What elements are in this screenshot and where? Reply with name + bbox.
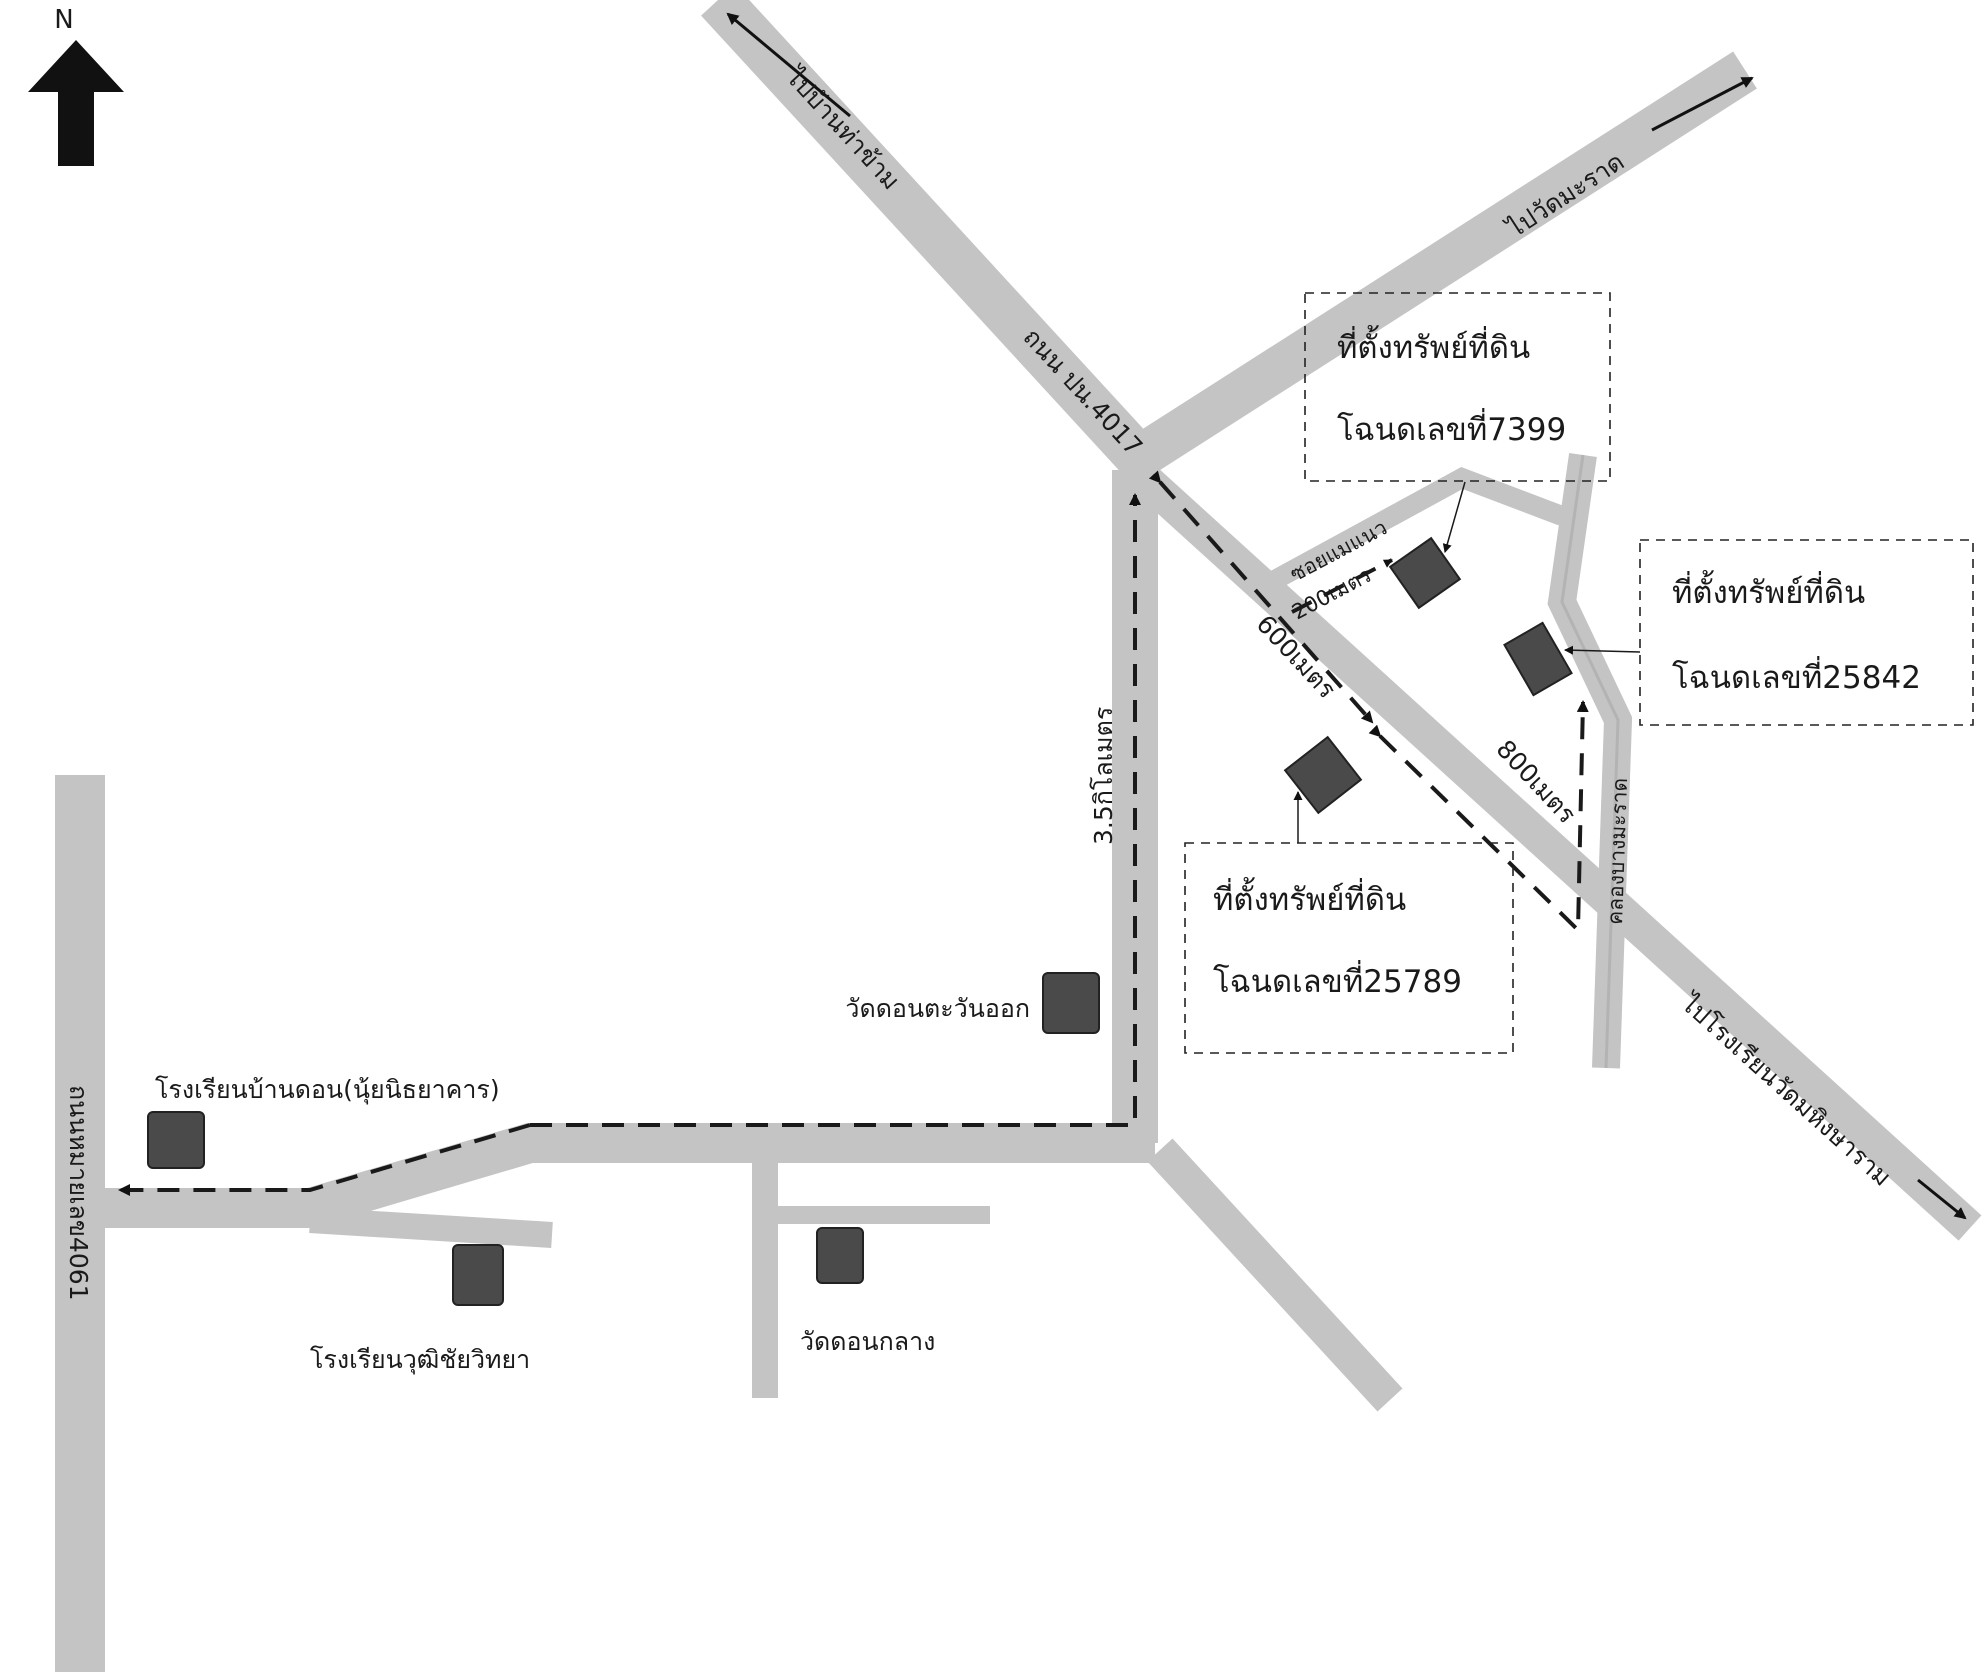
road-main-west	[100, 1123, 1155, 1228]
property-box-25842-frame	[1639, 539, 1974, 726]
property-title: ที่ตั้งทรัพย์ที่ดิน	[1672, 570, 1865, 611]
label-road-4017: ถนน ปน.4017	[1018, 322, 1149, 461]
label-school-wutthi: โรงเรียนวุฒิชัยวิทยา	[310, 1345, 530, 1375]
property-25789-marker	[1283, 735, 1363, 815]
route-main	[118, 1123, 531, 1196]
khlong-center-line	[1560, 454, 1620, 1069]
property-box-25789-frame	[1184, 842, 1514, 1054]
building-wat-don-tawan-ok	[1042, 972, 1100, 1034]
label-wat-don-klang: วัดดอนกลาง	[800, 1327, 935, 1356]
road-southeast	[1147, 1138, 1403, 1412]
building-school-wutthi	[452, 1244, 504, 1306]
arrow-to-ban-tha-kham	[726, 12, 851, 118]
building-wat-don-klang	[816, 1227, 864, 1284]
route-path	[118, 470, 1589, 1196]
label-wat-don-tawan-ok: วัดดอนตะวันออก	[845, 994, 1030, 1023]
label-school-ban-don: โรงเรียนบ้านดอน(นุ้ยนิธยาคาร)	[155, 1075, 500, 1105]
route-800m	[1368, 700, 1589, 935]
leader-lines	[1293, 481, 1641, 843]
property-25842-marker	[1503, 621, 1573, 697]
property-box-7399: ที่ตั้งทรัพย์ที่ดิน โฉนดเลขที่7399	[1304, 292, 1611, 482]
arrow-to-wat-maharat	[1651, 76, 1754, 132]
property-box-25789: ที่ตั้งทรัพย์ที่ดิน โฉนดเลขที่25789	[1184, 842, 1514, 1054]
label-to-ban-tha-kham: ไปบ้านท่าข้าม	[779, 61, 905, 195]
north-letter: N	[54, 5, 73, 35]
north-arrow: N	[28, 5, 124, 166]
label-khlong-bang-marat: คลองบางมะราด	[1603, 777, 1632, 925]
property-box-7399-frame	[1304, 292, 1611, 482]
property-deed: โฉนดเลขที่25789	[1213, 960, 1462, 1000]
label-3-5-km: 3.5กิโลเมตร	[1089, 707, 1118, 845]
property-7399-marker	[1388, 536, 1462, 610]
leader-25842	[1564, 645, 1641, 655]
property-box-25842: ที่ตั้งทรัพย์ที่ดิน โฉนดเลขที่25842	[1639, 539, 1974, 726]
north-arrow-icon	[28, 40, 124, 166]
landmark-labels: วัดดอนตะวันออก โรงเรียนบ้านดอน(นุ้ยนิธยา…	[155, 994, 1030, 1375]
property-deed: โฉนดเลขที่7399	[1337, 408, 1566, 448]
arrow-to-school	[1917, 1178, 1967, 1220]
property-deed: โฉนดเลขที่25842	[1672, 656, 1921, 696]
property-title: ที่ตั้งทรัพย์ที่ดิน	[1213, 877, 1406, 918]
property-title: ที่ตั้งทรัพย์ที่ดิน	[1337, 325, 1530, 366]
route-up-4017	[530, 493, 1141, 1127]
label-road-4061: ถนนหมายเลข4061	[64, 1085, 93, 1301]
road-south-branch	[309, 1207, 553, 1248]
leader-7399	[1442, 481, 1466, 553]
route-600m	[1148, 470, 1374, 724]
label-to-school-wat-mahing: ไปโรงเรียนวัดมหิงษาราม	[1674, 988, 1896, 1192]
road-arrows	[726, 12, 1967, 1220]
buildings	[147, 536, 1573, 1306]
road-to-wat-maharat	[1123, 51, 1757, 479]
road-4017-northwest	[701, 0, 1167, 486]
building-school-ban-don	[147, 1111, 205, 1169]
route-200m	[1291, 558, 1393, 614]
road-labels: ไปบ้านท่าข้าม ถนน ปน.4017 ไปวัดมะราด ไปโ…	[64, 61, 1897, 1301]
road-network	[55, 0, 1982, 1672]
